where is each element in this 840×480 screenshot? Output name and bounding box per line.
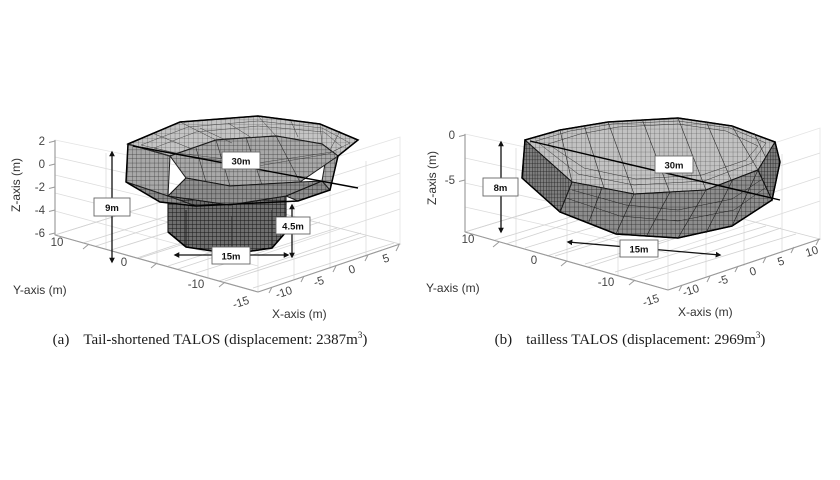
dimension-label-8m: 8m (494, 183, 508, 194)
y-axis-title-b: Y-axis (m) (426, 281, 480, 295)
x-tick-label: 0 (347, 263, 357, 276)
caption-b: (b) tailless TALOS (displacement: 2969m3) (420, 330, 840, 349)
x-tick-label: 5 (776, 255, 786, 268)
x-tick-label: -5 (716, 274, 729, 289)
x-axis-ticks-a (268, 244, 400, 294)
z-axis-title-b: Z-axis (m) (425, 151, 439, 205)
y-axis-tick-labels-b: 10 0 -10 (462, 234, 615, 289)
caption-a-superscript: 3 (357, 330, 363, 340)
x-axis-title-a: X-axis (m) (272, 307, 327, 321)
caption-b-label: (b) (494, 332, 513, 348)
z-tick-label: -2 (35, 182, 45, 194)
z-axis-title-a: Z-axis (m) (9, 158, 23, 212)
z-tick-label: -5 (445, 175, 455, 187)
dimension-label-30m: 30m (664, 161, 683, 172)
dimension-15m-a: 15m (173, 246, 290, 265)
y-tick-label: 0 (531, 255, 537, 267)
x-axis-title-b: X-axis (m) (678, 305, 733, 319)
plot-b-3d-axes: 0 -5 Z-axis (m) 10 0 -10 Y-axis (m) -15 (425, 117, 822, 319)
z-tick-label: -4 (35, 205, 46, 217)
x-tick-label: -10 (681, 283, 701, 300)
z-tick-label: 0 (39, 159, 45, 171)
z-tick-label: 0 (449, 130, 455, 142)
z-axis-tick-labels-a: 2 0 -2 -4 -6 (35, 136, 46, 240)
y-axis-ticks-a (82, 243, 226, 288)
y-axis-tick-labels-a: 10 0 -10 (51, 237, 205, 291)
caption-a-text: Tail-shortened TALOS (displacement: 2387… (83, 332, 358, 348)
x-tick-label: 5 (381, 252, 391, 265)
dimension-label-9m: 9m (105, 203, 119, 214)
y-tick-label: 10 (51, 237, 64, 249)
caption-a-label: (a) (52, 332, 70, 348)
z-axis-tick-labels-b: 0 -5 (445, 130, 455, 187)
x-tick-label: 10 (804, 244, 820, 259)
dimension-8m-b: 8m (482, 140, 519, 234)
caption-b-text: tailless TALOS (displacement: 2969m (526, 332, 756, 348)
z-axis-ticks-b (458, 134, 466, 182)
y-tick-label: 0 (121, 257, 127, 269)
dimension-30m-a: 30m (221, 151, 261, 170)
dimension-9m-a: 9m (93, 150, 131, 264)
z-tick-label: -6 (35, 228, 45, 240)
x-tick-label: -5 (312, 275, 325, 290)
x-axis-tick-labels-b: -15 -10 -5 0 5 10 (641, 244, 820, 309)
z-tick-label: 2 (39, 136, 45, 148)
y-tick-label: -10 (598, 277, 615, 289)
caption-a: (a) Tail-shortened TALOS (displacement: 2… (0, 330, 420, 349)
x-axis-tick-labels-a: -15 -10 -5 0 5 (231, 252, 391, 311)
plot-a-3d-axes: 2 0 -2 -4 -6 Z-axis (m) 10 0 -10 Y-axis … (9, 115, 402, 321)
dimension-30m-b: 30m (654, 155, 694, 174)
panel-b-tailless-talos: 0 -5 Z-axis (m) 10 0 -10 Y-axis (m) -15 (420, 0, 840, 370)
hull-mesh-a (125, 115, 360, 255)
z-axis-ticks-a (48, 140, 56, 235)
y-tick-label: -10 (188, 279, 205, 291)
caption-a-close: ) (362, 332, 368, 348)
caption-b-superscript: 3 (755, 330, 761, 340)
y-axis-ticks-b (492, 241, 636, 286)
y-axis-title-a: Y-axis (m) (13, 283, 67, 297)
dimension-label-30m: 30m (231, 157, 250, 168)
dimension-15m-b: 15m (566, 239, 722, 258)
dimension-label-4-5m: 4.5m (282, 222, 304, 233)
x-tick-label: -15 (231, 295, 251, 312)
caption-b-close: ) (760, 332, 766, 348)
dimension-4-5m-a: 4.5m (275, 203, 311, 259)
y-tick-label: 10 (462, 234, 475, 246)
x-axis-ticks-b (678, 238, 820, 292)
panel-a-tail-shortened-talos: 2 0 -2 -4 -6 Z-axis (m) 10 0 -10 Y-axis … (0, 0, 420, 370)
x-tick-label: 0 (748, 265, 758, 278)
dimension-label-15m: 15m (221, 252, 240, 263)
dimension-label-15m: 15m (629, 245, 648, 256)
x-tick-label: -10 (274, 285, 294, 302)
x-tick-label: -15 (641, 293, 661, 310)
